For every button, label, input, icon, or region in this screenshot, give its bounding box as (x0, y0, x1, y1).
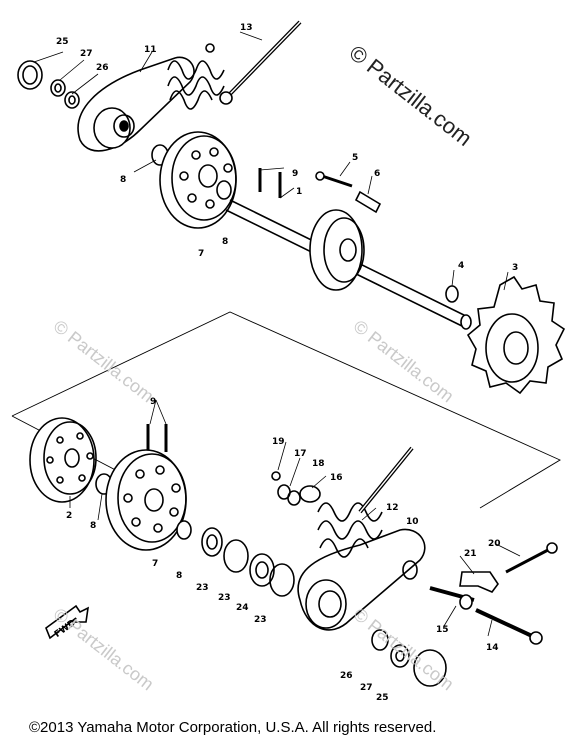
callout-25: 25 (56, 37, 69, 47)
callout-24: 24 (236, 603, 249, 613)
callout-19: 19 (272, 437, 285, 447)
callout-12: 12 (386, 503, 399, 513)
part-9-pins-lower (146, 424, 168, 452)
callout-23: 23 (254, 615, 267, 625)
part-5-bolt (315, 171, 353, 188)
part-21-bracket (459, 571, 499, 593)
callout-18: 18 (312, 459, 325, 469)
part-15-pin (429, 586, 475, 610)
part-25-cap (17, 60, 43, 90)
part-8-bearing (216, 180, 232, 200)
leader-lines-lower (69, 399, 521, 637)
part-10-arm (297, 528, 426, 631)
callout-8: 8 (222, 237, 228, 247)
callout-10: 10 (406, 517, 419, 527)
axle-hub-middle (309, 209, 365, 291)
part-3-sprocket (466, 275, 566, 395)
part-11-arm (77, 56, 195, 152)
callout-8: 8 (90, 521, 96, 531)
part-27-nut (50, 79, 66, 97)
fwd-arrow-icon (45, 604, 90, 640)
callout-27: 27 (80, 49, 93, 59)
callout-7: 7 (198, 249, 204, 259)
part-19-bolt (271, 471, 281, 481)
copyright-text: ©2013 Yamaha Motor Corporation, U.S.A. A… (29, 719, 437, 736)
part-14-bolt (475, 608, 543, 645)
callout-27: 27 (360, 683, 373, 693)
callout-2: 2 (66, 511, 72, 521)
callout-8: 8 (176, 571, 182, 581)
part-25-cap-lower (413, 649, 447, 687)
callout-9: 9 (292, 169, 298, 179)
callout-7: 7 (152, 559, 158, 569)
callout-4: 4 (458, 261, 464, 271)
callout-6: 6 (374, 169, 380, 179)
part-9-pins (258, 168, 282, 198)
part-26-washer (64, 91, 80, 109)
callout-3: 3 (512, 263, 518, 273)
spring-upper (167, 43, 225, 110)
callout-9: 9 (150, 397, 156, 407)
part-24-bearing (249, 553, 275, 587)
part-18-washer (287, 490, 301, 506)
callout-16: 16 (330, 473, 343, 483)
part-16-plate (299, 485, 321, 503)
callout-17: 17 (294, 449, 307, 459)
callout-1: 1 (296, 187, 302, 197)
callout-14: 14 (486, 643, 499, 653)
part-23-ring-c (269, 563, 295, 597)
part-23-ring-b (223, 539, 249, 573)
part-2-plate (29, 417, 97, 503)
callout-23: 23 (196, 583, 209, 593)
part-6-bracket (354, 190, 382, 214)
part-26-washer-lower (371, 629, 389, 651)
callout-20: 20 (488, 539, 501, 549)
callout-26: 26 (96, 63, 109, 73)
callout-5: 5 (352, 153, 358, 163)
part-13-bolt (219, 20, 302, 105)
callout-15: 15 (436, 625, 449, 635)
part-12-spring (317, 446, 414, 558)
callout-23: 23 (218, 593, 231, 603)
part-4-bearing (445, 285, 459, 303)
callout-13: 13 (240, 23, 253, 33)
part-23-bearing-a (201, 527, 223, 557)
callout-21: 21 (464, 549, 477, 559)
callout-25: 25 (376, 693, 389, 703)
part-20-bolt (505, 542, 558, 574)
part-27-nut-lower (390, 644, 410, 668)
leader-lines-upper (33, 31, 509, 291)
assembly-outline (11, 311, 561, 509)
part-7-wheel-upper (159, 131, 237, 229)
part-8-washer-lower-b (176, 520, 192, 540)
part-7-wheel-lower (105, 449, 187, 551)
callout-11: 11 (144, 45, 157, 55)
callout-8: 8 (120, 175, 126, 185)
callout-26: 26 (340, 671, 353, 681)
